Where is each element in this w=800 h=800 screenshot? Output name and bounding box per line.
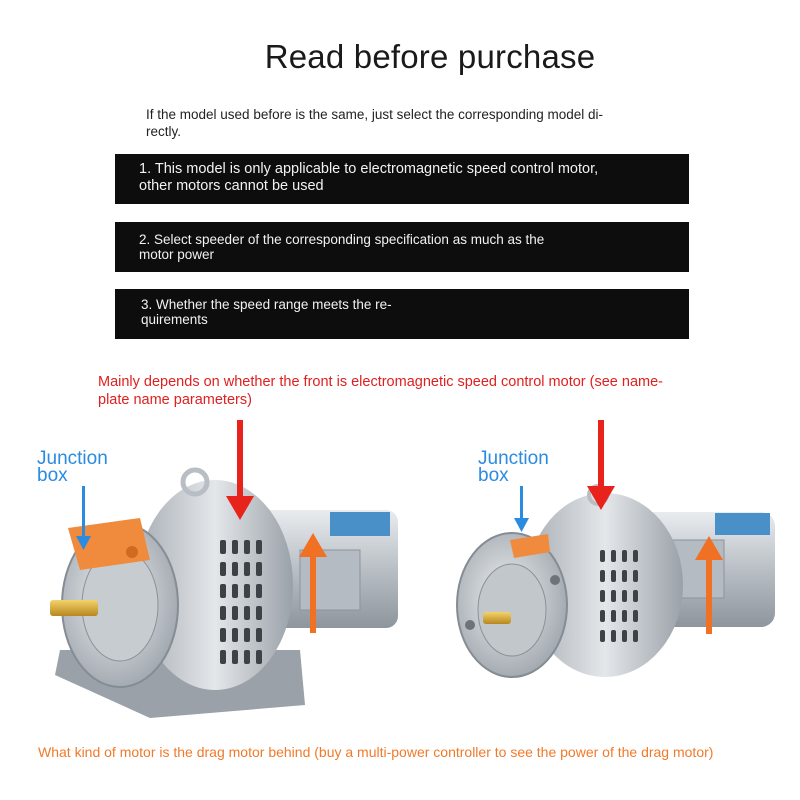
intro-line-2: rectly.: [146, 124, 182, 139]
left-lifting-eye: [180, 467, 210, 497]
front-motor-note-line-1: Mainly depends on whether the front is e…: [98, 374, 663, 390]
junction-left-line-2: box: [37, 465, 68, 486]
notice-3-line-2: quirements: [141, 312, 208, 327]
notice-box-3: 3. Whether the speed range meets the re-…: [115, 289, 689, 339]
notice-box-2: 2. Select speeder of the corresponding s…: [115, 222, 689, 272]
right-vent-grille: [600, 550, 638, 642]
blue-arrow-right: [514, 486, 529, 532]
right-main-housing: [527, 493, 683, 677]
drag-motor-note: What kind of motor is the drag motor beh…: [38, 744, 714, 760]
right-motor: [456, 484, 775, 678]
left-drag-motor-label: [330, 512, 390, 536]
junction-right-line-2: box: [478, 465, 509, 486]
right-drag-motor-label: [715, 513, 770, 535]
junction-box-label-left: Junction box: [37, 448, 108, 486]
red-arrow-right: [587, 420, 615, 510]
front-motor-note: Mainly depends on whether the front is e…: [98, 373, 738, 409]
motor-illustration: [50, 420, 775, 718]
left-vent-grille: [220, 540, 262, 664]
front-motor-note-line-2: plate name parameters): [98, 392, 252, 408]
orange-arrow-left: [299, 533, 327, 633]
left-shaft: [50, 600, 98, 616]
right-shaft: [483, 612, 511, 624]
right-junction-box: [510, 534, 550, 558]
notice-3-line-1: 3. Whether the speed range meets the re-: [141, 297, 392, 312]
notice-2-line-2: motor power: [139, 247, 215, 262]
red-arrow-left: [226, 420, 254, 520]
left-main-housing: [137, 480, 293, 690]
junction-right-line-1: Junction: [478, 448, 549, 469]
notice-1-line-1: 1. This model is only applicable to elec…: [139, 161, 599, 177]
notice-1-line-2: other motors cannot be used: [139, 178, 324, 194]
junction-box-label-right: Junction box: [478, 448, 549, 486]
blue-arrow-left: [76, 486, 91, 550]
page-title: Read before purchase: [264, 38, 596, 75]
intro-note: If the model used before is the same, ju…: [146, 106, 666, 140]
left-motor: [50, 467, 398, 718]
junction-left-line-1: Junction: [37, 448, 108, 469]
intro-line-1: If the model used before is the same, ju…: [146, 107, 603, 122]
notice-2-line-1: 2. Select speeder of the corresponding s…: [139, 232, 545, 247]
orange-arrow-right: [695, 536, 723, 634]
notice-box-1: 1. This model is only applicable to elec…: [115, 154, 689, 204]
